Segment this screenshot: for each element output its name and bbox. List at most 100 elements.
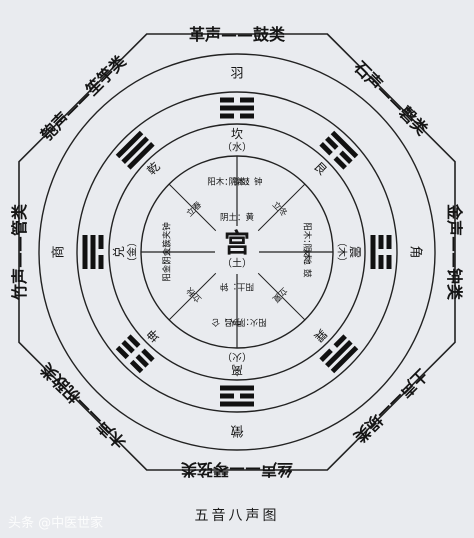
- trigram-yang-line: [220, 401, 254, 407]
- trigram-yin-line: [115, 345, 130, 360]
- outer-circle: [38, 53, 436, 451]
- inner-diagonal-line: [168, 272, 217, 321]
- trigram-yin-line: [220, 113, 234, 119]
- inner-center-label: 阳土：钟: [220, 281, 254, 292]
- inner-label-east: 阳木：大地: [301, 222, 312, 265]
- sound-category: 鼓类: [253, 25, 286, 44]
- trigram-yang-line: [220, 385, 254, 391]
- trigram-element: （水）: [222, 142, 252, 154]
- inner-label-south: 阴火：仑: [211, 316, 246, 327]
- trigram-yang-line: [115, 130, 144, 159]
- trigram-yang-line: [330, 345, 359, 374]
- inner-diagonal-line: [257, 183, 306, 232]
- trigram-ne: [319, 130, 359, 170]
- center-tone: 宫: [224, 228, 250, 259]
- trigram-yang-line: [82, 235, 88, 269]
- trigram-yin-line: [141, 348, 155, 362]
- trigram-yin-line: [378, 235, 384, 249]
- sound-dash: ——: [10, 236, 29, 268]
- tone-name: 角: [408, 245, 423, 258]
- trigram-yang-line: [121, 136, 149, 164]
- trigram-yin-line: [339, 150, 353, 164]
- trigram-name: 兑: [112, 246, 126, 258]
- trigram-yin-line: [333, 156, 347, 170]
- center-backdrop: [217, 226, 257, 270]
- outer-sound-label: 革声——鼓类: [189, 25, 286, 44]
- sound-name: 革声: [189, 25, 221, 44]
- trigram-yang-line: [220, 105, 254, 111]
- inner-label-north: 阴木：钟: [229, 177, 263, 188]
- sound-name: 竹声: [10, 268, 29, 301]
- inner-diagonal-line: [257, 272, 306, 321]
- inner-label-south: 阳火：中吕: [224, 316, 267, 327]
- trigram-yang-line: [370, 235, 376, 269]
- outer-sound-label: 丝声——琴弦类: [180, 461, 293, 480]
- trigram-nw: [115, 130, 155, 170]
- trigram-n: [220, 97, 254, 119]
- trigram-yin-line: [333, 334, 347, 348]
- trigram-yin-line: [240, 393, 254, 399]
- outer-sound-label: 竹声——管类: [10, 203, 29, 301]
- inner-label-west: 阴金：夹钟: [162, 222, 173, 265]
- trigram-yang-line: [90, 235, 96, 269]
- trigram-yang-line: [330, 130, 359, 159]
- inner-diagonal-line: [168, 183, 217, 232]
- tone-name: 羽: [230, 67, 243, 82]
- sound-category: 钟类: [446, 268, 465, 301]
- trigram-element: （金）: [126, 237, 139, 267]
- outer-sound-label: 木声——柷敔类: [36, 359, 130, 453]
- sound-name: 丝声: [261, 461, 293, 480]
- trigram-w: [82, 235, 104, 269]
- trigram-yin-line: [220, 97, 234, 103]
- trigram-yin-line: [240, 113, 254, 119]
- trigram-se: [319, 334, 359, 374]
- trigram-yang-line: [127, 142, 155, 170]
- inner-center-label: 阴土：黄: [220, 212, 255, 223]
- trigram-yin-line: [121, 340, 135, 354]
- trigram-yin-line: [220, 393, 234, 399]
- trigram-yin-line: [386, 255, 392, 269]
- watermark: 头条 @中医世家: [8, 516, 104, 531]
- center-element: （土）: [222, 257, 252, 270]
- trigram-inner-circle: [108, 123, 366, 381]
- trigram-s: [220, 385, 254, 407]
- trigram-name: 艮: [311, 159, 329, 177]
- trigram-yin-line: [240, 97, 254, 103]
- tone-name: 商: [52, 245, 67, 258]
- inner-label-east: 阴木：鼓: [301, 244, 312, 279]
- octagon-frame: [18, 33, 456, 471]
- trigram-name: 乾: [144, 159, 162, 177]
- sound-name: 金声: [446, 203, 465, 236]
- trigram-yin-line: [319, 142, 333, 156]
- trigram-yin-line: [135, 354, 149, 368]
- sound-dash: ——: [446, 236, 465, 268]
- tone-name: 徵: [230, 423, 243, 438]
- trigram-element: （木）: [336, 237, 348, 267]
- trigram-element: （火）: [222, 351, 252, 363]
- trigram-sw: [115, 334, 155, 374]
- trigram-yin-line: [319, 348, 333, 362]
- sound-category: 琴弦类: [180, 461, 230, 480]
- trigram-yin-line: [378, 255, 384, 269]
- trigram-yin-line: [127, 334, 141, 348]
- outer-sound-label: 金声——钟类: [446, 203, 465, 301]
- trigram-name: 离: [231, 363, 243, 378]
- trigram-yin-line: [129, 359, 144, 374]
- diagram-caption: 五音八声图: [194, 508, 280, 524]
- outer-sound-label: 匏声——笙竽类: [36, 51, 130, 145]
- trigram-name: 巽: [311, 326, 329, 344]
- trigram-e: [370, 235, 392, 269]
- trigram-yin-line: [386, 235, 392, 249]
- sound-dash: ——: [229, 461, 261, 480]
- trigram-yang-line: [325, 340, 353, 368]
- trigram-yin-line: [98, 235, 104, 249]
- trigram-yin-line: [325, 136, 339, 150]
- trigram-name: 坎: [231, 127, 243, 141]
- trigram-name: 震: [348, 246, 362, 258]
- trigram-yin-line: [98, 255, 104, 269]
- inner-label-north: 阳木：锦鼓: [207, 177, 250, 188]
- sound-dash: ——: [221, 25, 253, 44]
- middle-circle: [76, 91, 398, 413]
- sound-category: 管类: [10, 203, 29, 236]
